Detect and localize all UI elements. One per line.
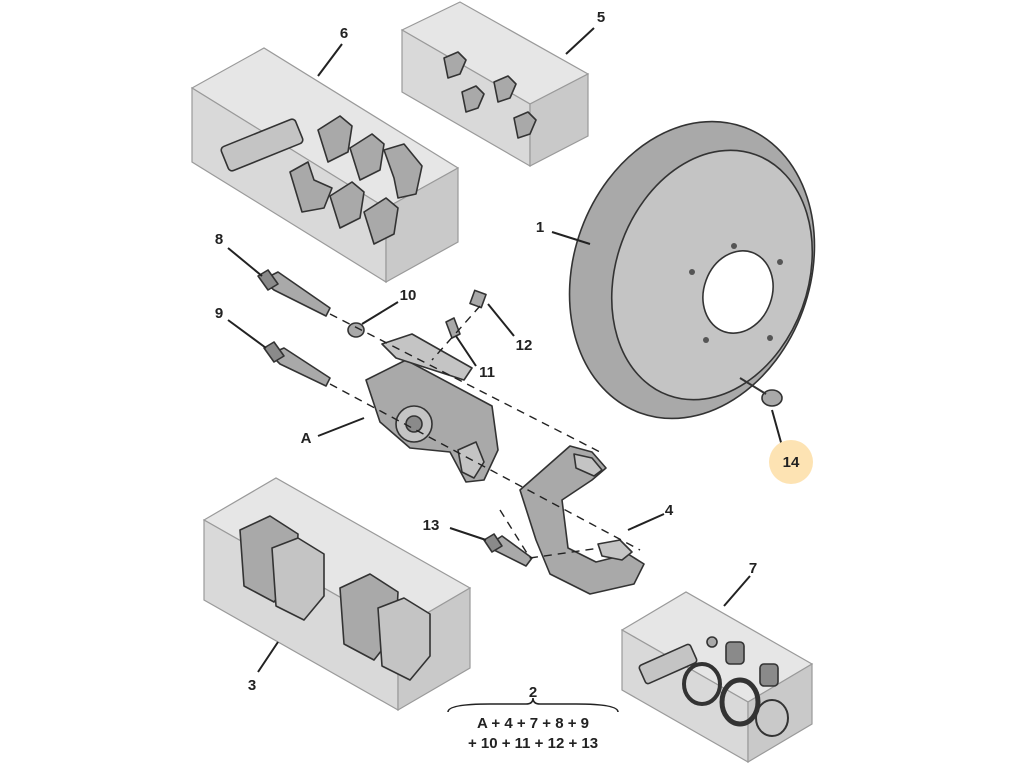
bleed-cap-11 — [445, 317, 461, 339]
bolt-9 — [263, 341, 331, 387]
formula-line-2: + 10 + 11 + 12 + 13 — [468, 735, 598, 752]
bolt-13 — [483, 533, 533, 567]
label-9[interactable]: 9 — [215, 305, 223, 322]
bushing-10 — [347, 322, 365, 338]
label-4[interactable]: 4 — [665, 502, 674, 519]
label-6[interactable]: 6 — [340, 25, 348, 42]
label-a[interactable]: A — [301, 430, 312, 447]
kit-box-3 — [202, 477, 472, 712]
brace — [447, 697, 619, 713]
label-1[interactable]: 1 — [536, 219, 544, 236]
label-2[interactable]: 2 — [529, 684, 537, 701]
label-12[interactable]: 12 — [516, 337, 533, 354]
bolt-8 — [257, 269, 331, 317]
label-14[interactable]: 14 — [783, 454, 800, 471]
label-11[interactable]: 11 — [479, 364, 495, 381]
kit-box-6 — [190, 47, 460, 284]
kit-2-formula: 2 A + 4 + 7 + 8 + 9 + 10 + 11 + 12 + 13 — [447, 684, 619, 752]
highlight-14 — [769, 440, 813, 484]
bleed-screw-12 — [469, 289, 487, 309]
caliper-a — [365, 333, 499, 483]
nut-14 — [739, 377, 783, 407]
brake-disc — [568, 120, 816, 420]
kit-box-5 — [400, 1, 590, 168]
label-3[interactable]: 3 — [248, 677, 256, 694]
caliper-bracket-4 — [519, 445, 645, 595]
formula-line-1: A + 4 + 7 + 8 + 9 — [477, 715, 589, 732]
leader-lines — [227, 27, 783, 673]
label-13[interactable]: 13 — [423, 517, 440, 534]
label-7[interactable]: 7 — [749, 560, 757, 577]
kit-box-7 — [620, 591, 814, 764]
assembly-lines — [329, 305, 641, 559]
label-5[interactable]: 5 — [597, 9, 605, 26]
label-8[interactable]: 8 — [215, 231, 223, 248]
label-10[interactable]: 10 — [400, 287, 417, 304]
